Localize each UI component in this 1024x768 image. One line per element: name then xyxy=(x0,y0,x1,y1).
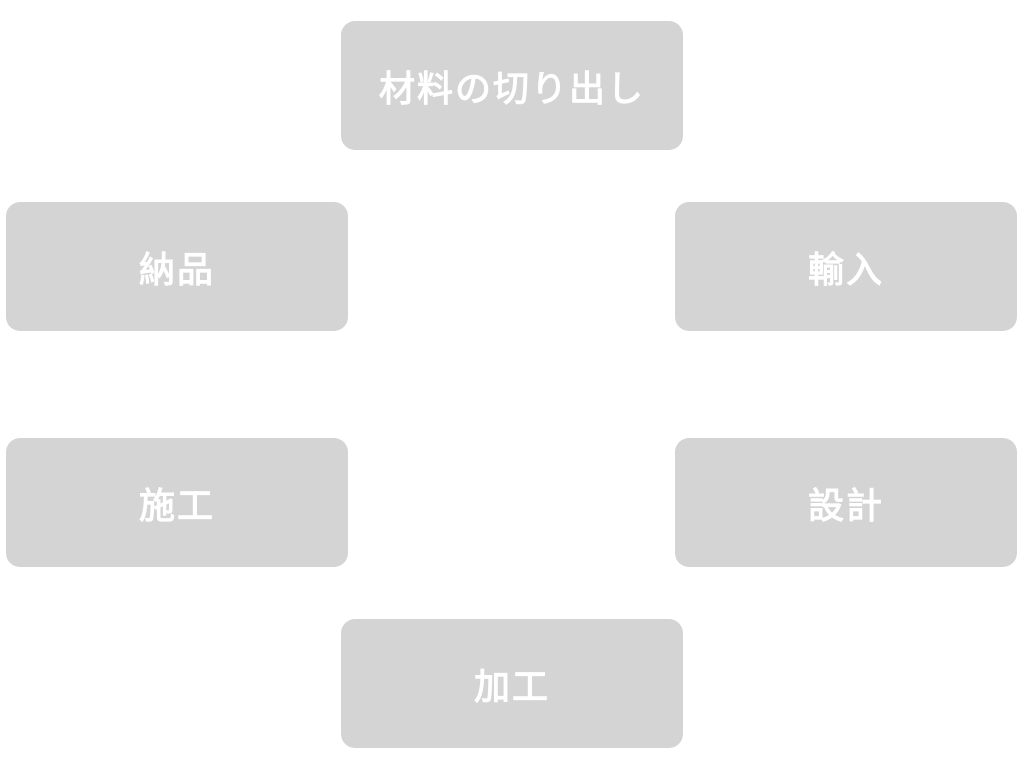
node-design: 設計 xyxy=(675,438,1017,567)
node-construction: 施工 xyxy=(6,438,348,567)
node-processing: 加工 xyxy=(341,619,683,748)
node-material-cutting: 材料の切り出し xyxy=(341,21,683,150)
node-import: 輸入 xyxy=(675,202,1017,331)
node-delivery: 納品 xyxy=(6,202,348,331)
